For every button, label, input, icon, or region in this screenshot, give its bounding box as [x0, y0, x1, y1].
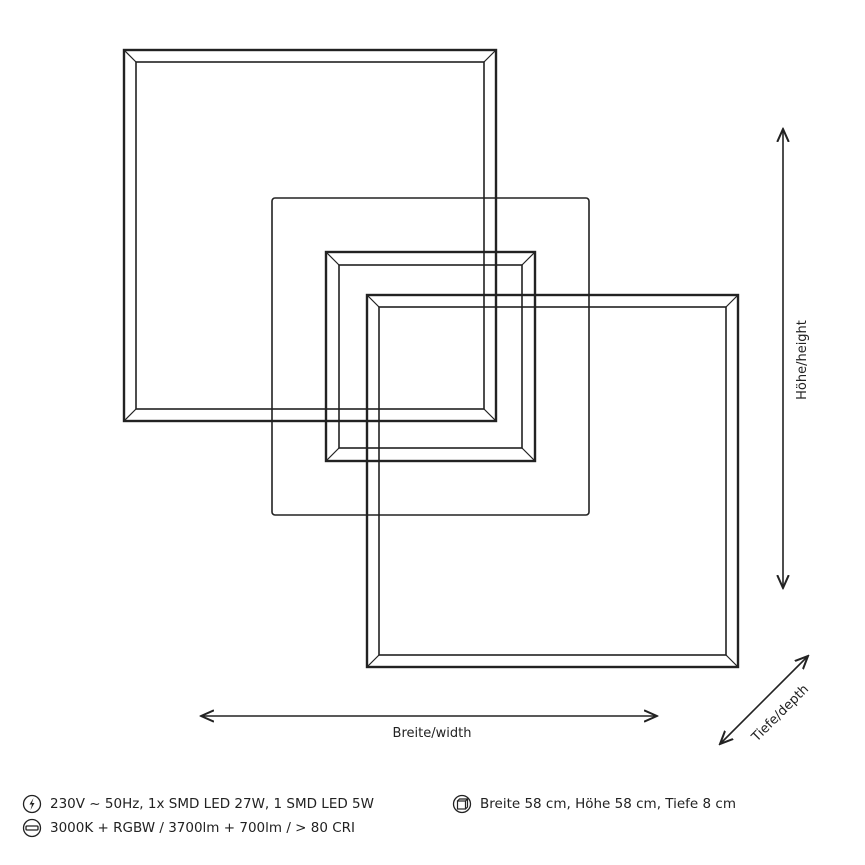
height-label: Höhe/height: [795, 320, 810, 400]
width-label: Breite/width: [393, 726, 472, 741]
lower-right-frame: [365, 293, 740, 669]
led-strip-icon: [22, 818, 42, 838]
spec-light: 3000K + RGBW / 3700lm + 700lm / > 80 CRI: [22, 818, 355, 838]
spec-power-text: 230V ~ 50Hz, 1x SMD LED 27W, 1 SMD LED 5…: [50, 796, 374, 812]
lightning-icon: [22, 794, 42, 814]
depth-label: Tiefe/depth: [748, 682, 812, 746]
backplate-outline: [271, 197, 590, 516]
depth-dimension-arrow: [720, 656, 808, 744]
spec-power: 230V ~ 50Hz, 1x SMD LED 27W, 1 SMD LED 5…: [22, 794, 374, 814]
spec-size-text: Breite 58 cm, Höhe 58 cm, Tiefe 8 cm: [480, 796, 736, 812]
cube-icon: [452, 794, 472, 814]
spec-size: Breite 58 cm, Höhe 58 cm, Tiefe 8 cm: [452, 794, 736, 814]
upper-left-frame: [122, 48, 498, 423]
inner-frame: [324, 250, 537, 463]
spec-light-text: 3000K + RGBW / 3700lm + 700lm / > 80 CRI: [50, 820, 356, 836]
